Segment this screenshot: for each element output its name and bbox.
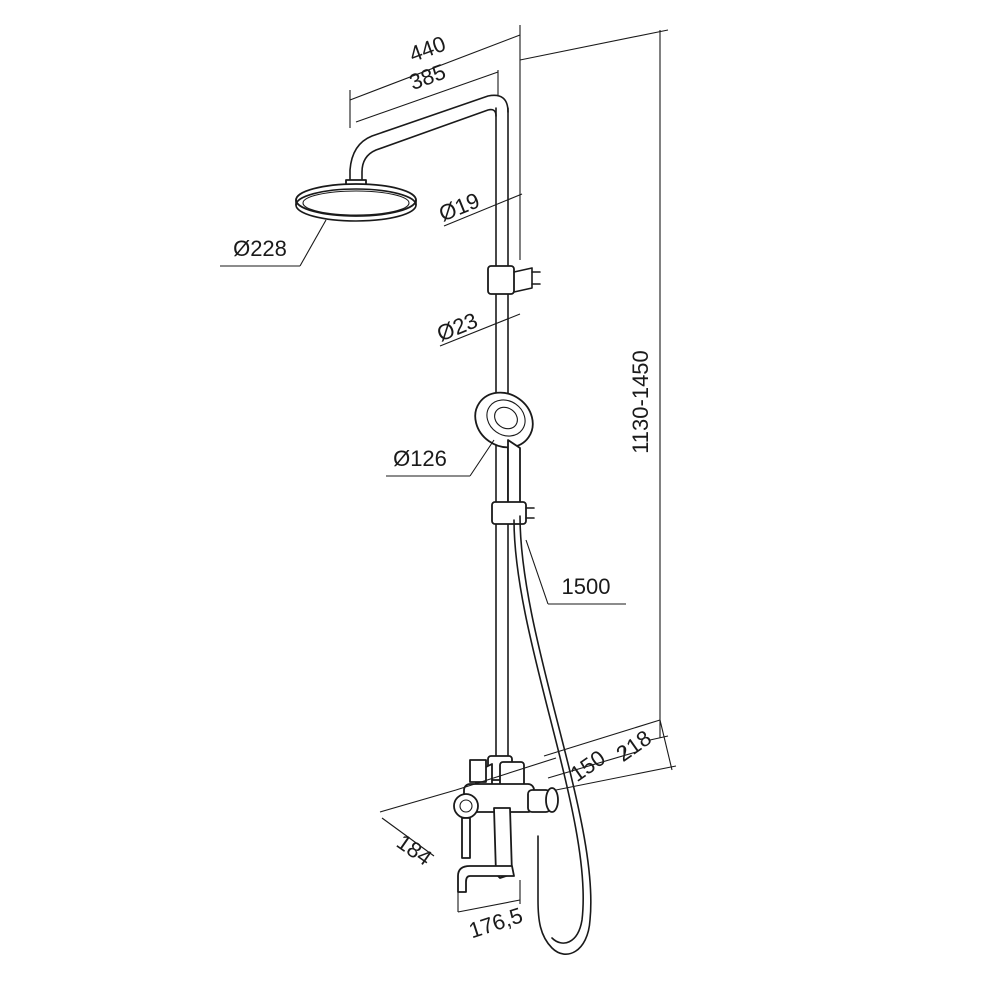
dimension-hose-lines: [525, 539, 626, 605]
label-height-range: 1130-1450: [628, 350, 653, 454]
label-lower-pipe-diameter: Ø23: [433, 308, 481, 347]
dimension-height-lines: [519, 29, 669, 741]
thermostatic-mixer: [453, 755, 559, 893]
shower-hose: [513, 515, 592, 955]
label-hose-length: 1500: [562, 574, 611, 599]
label-mixer-width: 184: [392, 829, 436, 871]
dimension-head-lines: [220, 219, 327, 267]
wall-bracket-upper: [487, 265, 541, 295]
slider-holder: [491, 501, 535, 525]
label-upper-pipe-diameter: Ø19: [435, 188, 483, 227]
label-arm-total: 440: [406, 31, 449, 67]
dimension-lower-pipe-lines: [439, 313, 521, 347]
dimension-mixer-width-lines: [379, 757, 557, 857]
dimension-arm-lines: [349, 25, 521, 260]
hand-shower: [474, 391, 534, 517]
label-hand-shower-diameter: Ø126: [393, 446, 447, 471]
dimension-depth-lines: [543, 719, 677, 791]
dimension-upper-pipe-lines: [443, 193, 523, 227]
label-depth-total: 218: [611, 725, 655, 767]
dimension-spout-lines: [457, 880, 521, 913]
shower-arm: [349, 94, 509, 183]
rain-shower-head: [295, 179, 417, 222]
dimension-hand-shower-lines: [386, 439, 495, 477]
label-head-diameter: Ø228: [233, 236, 287, 261]
